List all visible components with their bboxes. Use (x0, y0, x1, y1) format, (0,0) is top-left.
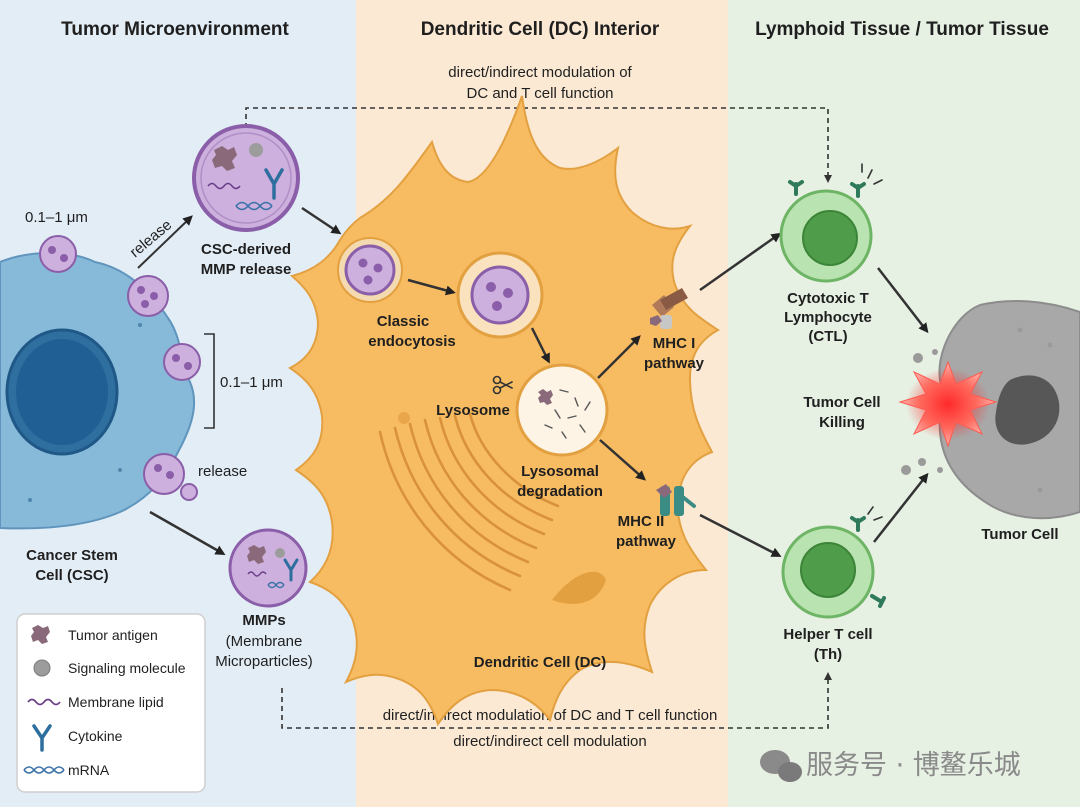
helper-label-line1: Helper T cell (783, 626, 872, 643)
lysosomal-degradation-label-line2: degradation (517, 483, 603, 500)
signaling-molecule-icon (33, 659, 51, 677)
arrow-endocytosis-to-endosome (407, 278, 456, 296)
arrow-helper-to-tumor (873, 472, 929, 543)
cytokine-icon (264, 168, 284, 200)
dc-label: Dendritic Cell (DC) (474, 654, 607, 671)
tumor-cell-killing-label-line2: Killing (819, 414, 865, 431)
lysosome-label: Lysosome (436, 402, 510, 419)
top-modulation-label-line1: direct/indirect modulation of (448, 64, 632, 81)
legend-label-signaling-molecule: Signaling molecule (68, 660, 186, 676)
size-bracket (204, 333, 215, 429)
tumor-cell-label: Tumor Cell (981, 526, 1058, 543)
csc-mmp-label-line1: CSC-derived (201, 241, 291, 258)
arrow-lysosome-to-mhc1 (597, 335, 641, 379)
endocytosis-vesicle (337, 237, 403, 303)
mhc2-label-line2: pathway (616, 533, 677, 550)
membrane-lipid-icon (207, 182, 241, 190)
arrow-ctl-to-tumor (877, 267, 929, 334)
membrane-lipid-icon (27, 698, 61, 706)
csc-granule (118, 468, 122, 472)
csc-mmp-label-line2: MMP release (201, 261, 292, 278)
bottom-modulation-dashed-arrow (281, 672, 832, 729)
header-dc-interior: Dendritic Cell (DC) Interior (421, 19, 660, 40)
helper-t-cell (781, 506, 886, 619)
signaling-molecule-icon (249, 143, 263, 157)
arrow-mhc2-to-helper (699, 513, 782, 557)
tumor-antigen-icon (212, 146, 237, 171)
lysosome (515, 363, 609, 457)
dc-vesicle (398, 412, 410, 424)
size-label-top: 0.1–1 μm (25, 209, 88, 226)
csc-label-line1: Cancer Stem (26, 547, 118, 564)
top-modulation-label-line2: DC and T cell function (466, 85, 613, 102)
legend-label-cytokine: Cytokine (68, 728, 123, 744)
lysosomal-degradation-label-line1: Lysosomal (521, 463, 599, 480)
budding-vesicle-middle (163, 343, 201, 381)
killing-burst-icon (898, 360, 998, 448)
endosome (456, 251, 544, 339)
mrna-icon (23, 766, 65, 774)
mhc1-complex (650, 288, 688, 329)
helper-label-line2: (Th) (814, 646, 842, 663)
legend: Tumor antigen Signaling molecule Membran… (16, 613, 206, 793)
release-arrow-up (137, 215, 193, 269)
header-lymphoid-tissue: Lymphoid Tissue / Tumor Tissue (755, 19, 1049, 40)
arrow-csc-to-mmps (149, 510, 226, 555)
mmps-label-line2: (Membrane (226, 633, 303, 650)
classic-endocytosis-label-line1: Classic (377, 313, 430, 330)
legend-label-mrna: mRNA (68, 762, 110, 778)
mhc1-label-line2: pathway (644, 355, 705, 372)
arrow-endosome-to-lysosome (530, 327, 550, 364)
csc-granule (28, 498, 32, 502)
bottom-modulation-label-line2: direct/indirect cell modulation (453, 733, 646, 750)
mmps-label-line1: MMPs (242, 612, 285, 629)
tumor-cell-killing-label-line1: Tumor Cell (803, 394, 880, 411)
size-label-middle: 0.1–1 μm (220, 374, 283, 391)
cytotoxic-t-lymphocyte (779, 163, 883, 283)
ctl-label-line1: Cytotoxic T (787, 290, 869, 307)
legend-label-tumor-antigen: Tumor antigen (68, 627, 158, 643)
mhc2-label-line1: MHC II (618, 513, 665, 530)
release-label-lower: release (198, 463, 247, 480)
csc-label-line2: Cell (CSC) (35, 567, 108, 584)
watermark-text: 服务号 · 博鳌乐城 (806, 750, 1021, 781)
top-modulation-dashed-arrow (245, 107, 832, 183)
scissors-icon (492, 375, 513, 395)
wechat-icon (760, 750, 802, 782)
csc-granule (138, 323, 142, 327)
ctl-label-line2: Lymphocyte (784, 309, 872, 326)
cytokine-icon (32, 724, 52, 752)
mhc1-label-line1: MHC I (653, 335, 696, 352)
dc-endoplasmic-reticulum (378, 412, 560, 592)
mmps-label-line3: Microparticles) (215, 653, 313, 670)
ctl-label-line3: (CTL) (808, 328, 847, 345)
budding-vesicle-top (39, 235, 77, 273)
tumor-debris (901, 327, 1053, 493)
arrow-mmp-to-dc (301, 206, 342, 235)
header-tumor-microenvironment: Tumor Microenvironment (61, 19, 289, 40)
watermark: 服务号 · 博鳌乐城 (760, 750, 1021, 782)
arrow-mhc1-to-ctl (699, 232, 782, 292)
budding-vesicle-upper (127, 275, 169, 317)
membrane-microparticle (228, 528, 308, 608)
csc-derived-mmp (192, 124, 300, 232)
tumor-nucleus (995, 375, 1060, 445)
csc-nucleus-inner (16, 339, 108, 445)
mrna-icon (235, 201, 273, 211)
arrow-lysosome-to-mhc2 (599, 439, 646, 481)
budding-vesicle-lower (143, 453, 198, 501)
classic-endocytosis-label-line2: endocytosis (368, 333, 456, 350)
legend-label-membrane-lipid: Membrane lipid (68, 694, 164, 710)
tumor-antigen-icon (31, 625, 50, 644)
mhc2-complex (656, 484, 696, 516)
dc-mitochondrion (552, 571, 606, 604)
